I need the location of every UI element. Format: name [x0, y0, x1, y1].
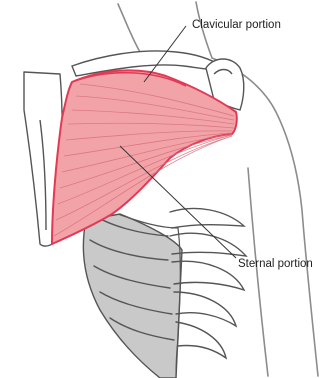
- rib-cage: [83, 208, 246, 378]
- label-clavicular-portion: Clavicular portion: [192, 19, 281, 31]
- label-sternal-portion: Sternal portion: [238, 258, 313, 270]
- pectoralis-major: [52, 70, 237, 244]
